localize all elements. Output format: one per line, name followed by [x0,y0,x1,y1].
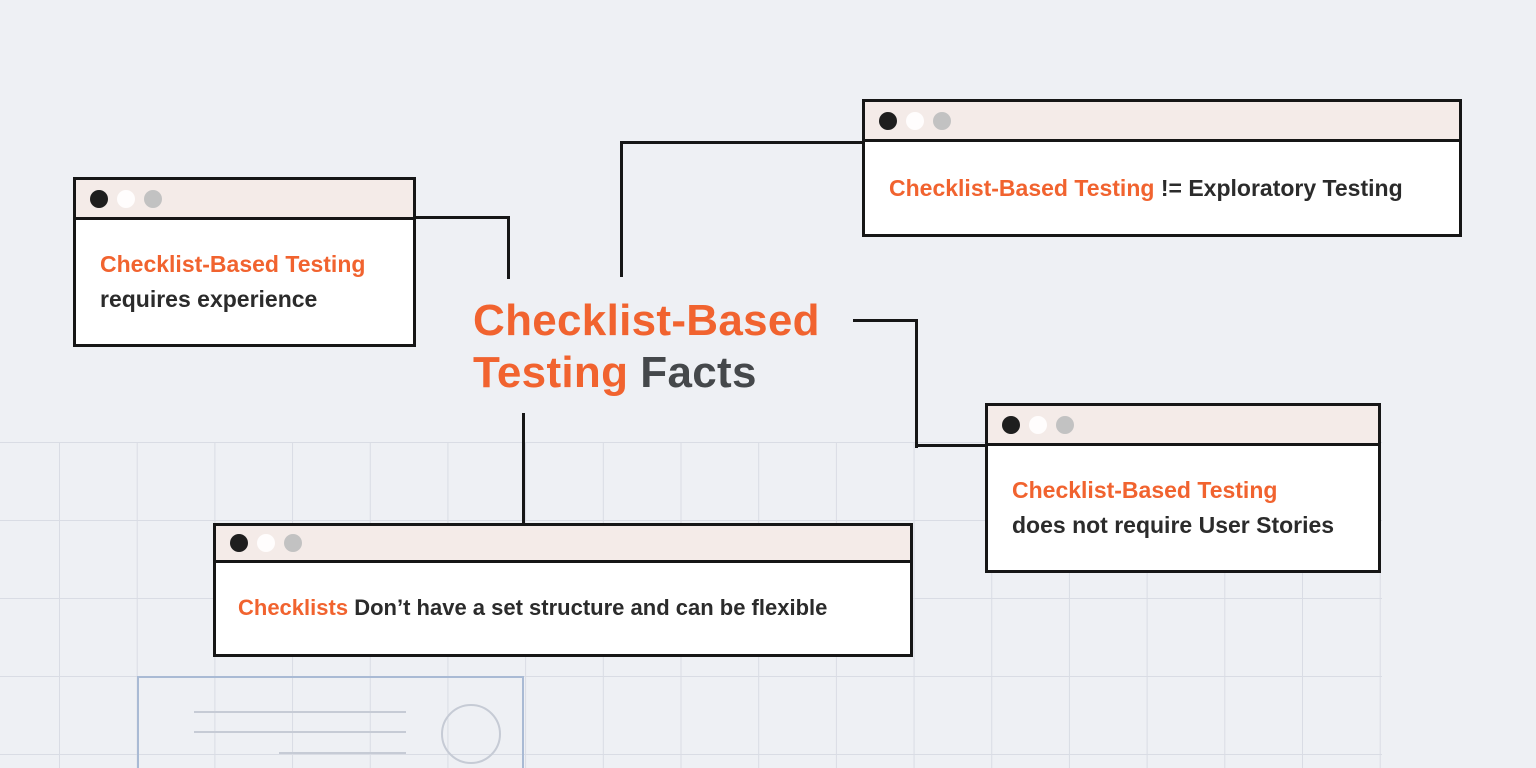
browser-card-no-user-stories: Checklist-Based Testing does not require… [985,403,1381,573]
connector-line [413,216,510,219]
window-dot-maximize-icon [1056,415,1074,434]
placeholder-text-line [279,752,406,754]
page-title-line1: Checklist-Based [473,296,820,345]
window-titlebar [865,102,1459,142]
window-dot-close-icon [90,189,108,208]
card-text: Checklist-Based Testing does not require… [988,446,1378,570]
card-text: Checklist-Based Testing requires experie… [76,220,413,344]
connector-line [620,141,623,277]
connector-line [853,319,918,322]
page-title-rest: Facts [640,348,757,397]
window-dot-minimize-icon [906,111,924,130]
placeholder-circle [441,704,501,764]
card-text-rest: != Exploratory Testing [1160,174,1403,201]
window-dot-close-icon [230,534,248,552]
card-text-highlight: Checklists [238,594,349,620]
window-dot-minimize-icon [1029,415,1047,434]
placeholder-text-line [194,711,406,713]
connector-line [507,216,510,279]
wireframe-card-sketch [137,676,524,768]
card-text-highlight: Checklist-Based Testing [100,251,366,277]
window-dot-maximize-icon [144,189,162,208]
page-title-highlight: Testing [473,348,629,397]
card-text: Checklist-Based Testing!= Exploratory Te… [865,142,1459,234]
window-dot-minimize-icon [117,189,135,208]
connector-line [915,319,918,448]
card-text-rest: requires experience [100,286,318,312]
browser-card-not-exploratory: Checklist-Based Testing!= Exploratory Te… [862,99,1462,237]
connector-line [915,444,988,447]
window-titlebar [988,406,1378,446]
window-dot-maximize-icon [284,534,302,552]
window-titlebar [76,180,413,220]
card-text-highlight: Checklist-Based Testing [1012,477,1278,503]
card-text-rest: does not require User Stories [1012,512,1335,538]
window-dot-close-icon [1002,415,1020,434]
card-text-highlight: Checklist-Based Testing [889,174,1155,201]
window-dot-close-icon [879,111,897,130]
card-text-line: Checklist-Based Testing!= Exploratory Te… [889,171,1459,206]
window-dot-maximize-icon [933,111,951,130]
connector-line [522,413,525,525]
placeholder-text-line [194,731,406,733]
window-titlebar [216,526,910,563]
card-text-rest: Don’t have a set structure and can be fl… [354,594,828,620]
window-dot-minimize-icon [257,534,275,552]
browser-card-requires-experience: Checklist-Based Testing requires experie… [73,177,416,347]
connector-line [620,141,865,144]
